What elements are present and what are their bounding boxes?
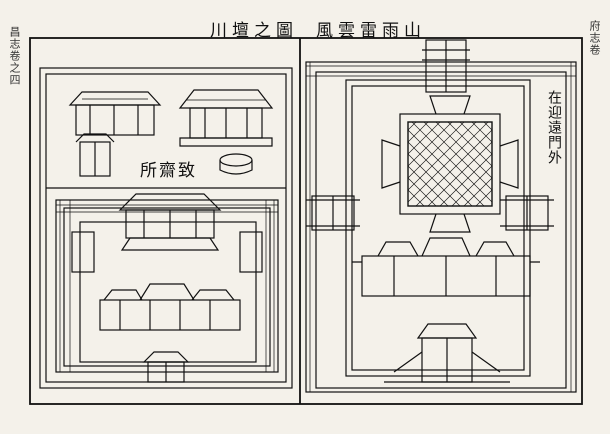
south-gate — [384, 323, 510, 383]
right-margin-text: 府志卷 — [588, 20, 601, 56]
label-fasting-hall: 所齋致 — [140, 161, 197, 181]
west-gate — [306, 195, 360, 231]
shrine-halls-row — [352, 237, 540, 297]
pavilion-left — [68, 91, 162, 136]
main-hall — [118, 193, 222, 251]
left-bottom-gate — [142, 351, 190, 383]
left-margin-text: 昌志卷之四 — [8, 26, 21, 86]
north-gate — [422, 39, 470, 93]
right-outer-wall — [305, 61, 577, 393]
central-altar — [381, 95, 519, 233]
label-location: 在迎遠門外 — [546, 90, 562, 165]
gate-hall-row — [99, 283, 241, 331]
altar-enclosure — [345, 79, 531, 377]
title-left: 川壇之圖 — [210, 21, 298, 41]
title-right: 風雲雷雨山 — [316, 21, 426, 41]
fasting-hall-compound — [55, 199, 279, 373]
left-outer-wall — [39, 67, 293, 389]
altar-crosshatch — [407, 121, 493, 207]
east-gate — [500, 195, 554, 231]
page-frame — [29, 37, 583, 405]
well — [219, 153, 253, 175]
pavilion-right — [178, 89, 274, 147]
